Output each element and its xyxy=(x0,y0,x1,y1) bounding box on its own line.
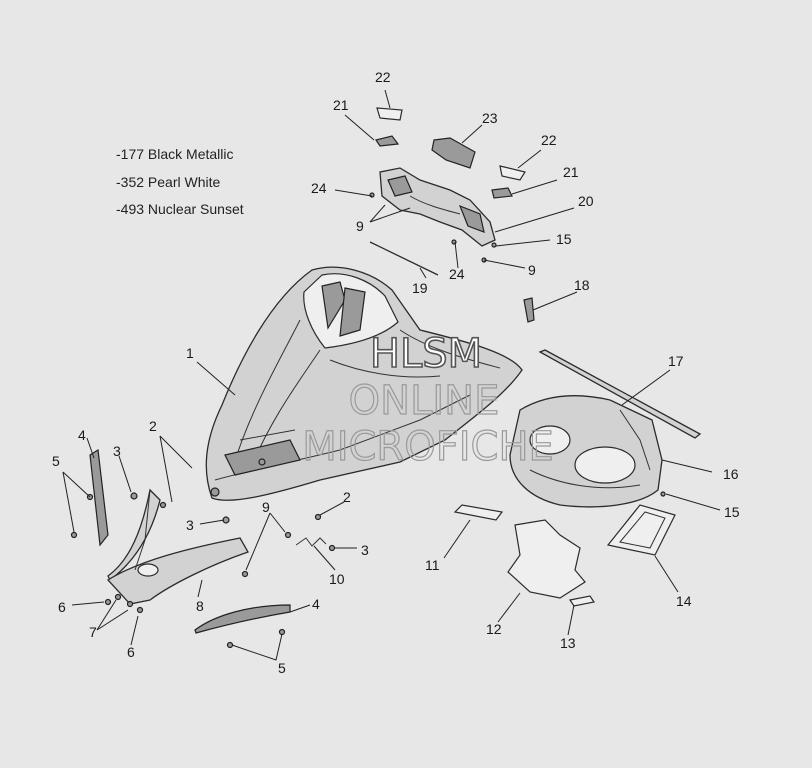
lens-22-left xyxy=(376,107,403,121)
callout-11: 11 xyxy=(425,557,440,573)
heat-shield-12 xyxy=(507,519,586,599)
callout-22: 22 xyxy=(541,132,557,148)
callout-19: 19 xyxy=(412,280,428,296)
color-code-legend: -177 Black Metallic -352 Pearl White -49… xyxy=(116,141,244,224)
trim-strip-17 xyxy=(538,349,702,439)
callout-10: 10 xyxy=(329,571,345,587)
legend-line-pearl-white: -352 Pearl White xyxy=(116,173,221,190)
callout-13: 13 xyxy=(560,635,576,651)
callout-numbers: 1 2 2 3 3 3 4 4 5 5 6 6 7 8 9 9 9 10 11 … xyxy=(52,69,740,676)
callout-14: 14 xyxy=(676,593,692,609)
callout-8: 8 xyxy=(196,598,204,614)
fasteners xyxy=(70,192,666,649)
callout-3: 3 xyxy=(361,542,369,558)
callout-20: 20 xyxy=(578,193,594,209)
lower-bumper-8 xyxy=(106,488,249,605)
latch-18 xyxy=(523,297,535,323)
callout-21: 21 xyxy=(563,164,579,180)
legend-line-black-metallic: -177 Black Metallic xyxy=(116,146,234,162)
callout-6: 6 xyxy=(58,599,66,615)
watermark: HLSM ONLINE MICROFICHE xyxy=(302,330,555,470)
callout-7: 7 xyxy=(89,624,97,640)
instrument-pod-20 xyxy=(379,167,496,247)
airbox-16 xyxy=(509,395,663,508)
callout-2: 2 xyxy=(149,418,157,434)
bracket-10 xyxy=(295,537,327,547)
callout-1: 1 xyxy=(186,345,194,361)
label-11 xyxy=(453,504,504,521)
grille-4-left xyxy=(89,448,109,547)
callout-12: 12 xyxy=(486,621,502,637)
trim-strip-19 xyxy=(369,241,439,276)
lens-22-right xyxy=(499,165,526,181)
callout-2: 2 xyxy=(343,489,351,505)
callout-22: 22 xyxy=(375,69,391,85)
callout-24: 24 xyxy=(311,180,327,196)
callout-3: 3 xyxy=(113,443,121,459)
bracket-21-right xyxy=(491,187,513,199)
bracket-21-left xyxy=(375,135,400,147)
callout-24: 24 xyxy=(449,266,465,282)
callout-23: 23 xyxy=(482,110,498,126)
callout-6: 6 xyxy=(127,644,135,660)
duct-14 xyxy=(606,504,676,556)
callout-18: 18 xyxy=(574,277,590,293)
callout-9: 9 xyxy=(528,262,536,278)
callout-4: 4 xyxy=(312,596,320,612)
callout-5: 5 xyxy=(52,453,60,469)
hood-part-1 xyxy=(205,266,523,501)
gauge-23 xyxy=(431,137,476,169)
callout-9: 9 xyxy=(262,499,270,515)
callout-9: 9 xyxy=(356,218,364,234)
watermark-line-2: ONLINE xyxy=(349,378,500,424)
callout-15: 15 xyxy=(556,231,572,247)
callout-4: 4 xyxy=(78,427,86,443)
legend-line-nuclear-sunset: -493 Nuclear Sunset xyxy=(116,201,244,217)
watermark-line-1: HLSM xyxy=(370,331,482,377)
grille-4-right xyxy=(194,604,291,634)
watermark-line-3: MICROFICHE xyxy=(302,424,554,470)
clip-13 xyxy=(569,595,595,607)
leader-lines xyxy=(62,89,721,661)
callout-17: 17 xyxy=(668,353,684,369)
callout-21: 21 xyxy=(333,97,349,113)
callout-16: 16 xyxy=(723,466,739,482)
callout-15: 15 xyxy=(724,504,740,520)
callout-5: 5 xyxy=(278,660,286,676)
callout-3: 3 xyxy=(186,517,194,533)
